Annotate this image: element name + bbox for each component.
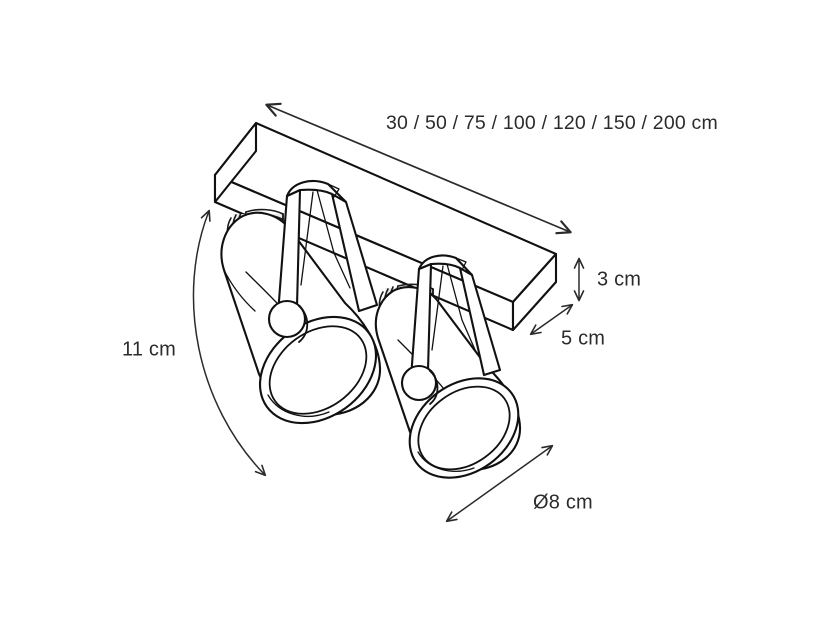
right-yoke-crown [417,254,474,277]
drop-arc-arrow [192,209,267,477]
dimension-bar-depth: 5 cm [529,303,605,349]
dimension-shade-diameter: Ø8 cm [445,444,593,523]
pivot-knob-left [267,299,309,343]
right-yoke-inner-line [446,263,477,353]
left-rim-thickness [267,394,330,417]
pivot-knob-right [400,364,439,405]
right-yoke-inner-line2 [431,265,444,351]
bar-depth-arrow [529,303,574,336]
bar-height-label: 3 cm [597,268,641,290]
drop-label: 11 cm [122,338,176,360]
bar-length-label: 30 / 50 / 75 / 100 / 120 / 150 / 200 cm [386,112,718,134]
bar-right-end [511,252,558,332]
bar-depth-label: 5 cm [561,327,605,349]
shade-diameter-label: Ø8 cm [533,491,593,513]
left-shade-rim-inner [268,325,368,415]
dimension-bar-height: 3 cm [573,257,641,302]
right-yoke-mount-tab [455,257,467,271]
yoke-right [409,254,502,380]
bar-length-arrow [265,102,572,235]
shade-diameter-arrow [445,444,554,523]
dimension-drop-arc: 11 cm [122,209,267,477]
dimension-bar-length: 30 / 50 / 75 / 100 / 120 / 150 / 200 cm [265,102,718,235]
